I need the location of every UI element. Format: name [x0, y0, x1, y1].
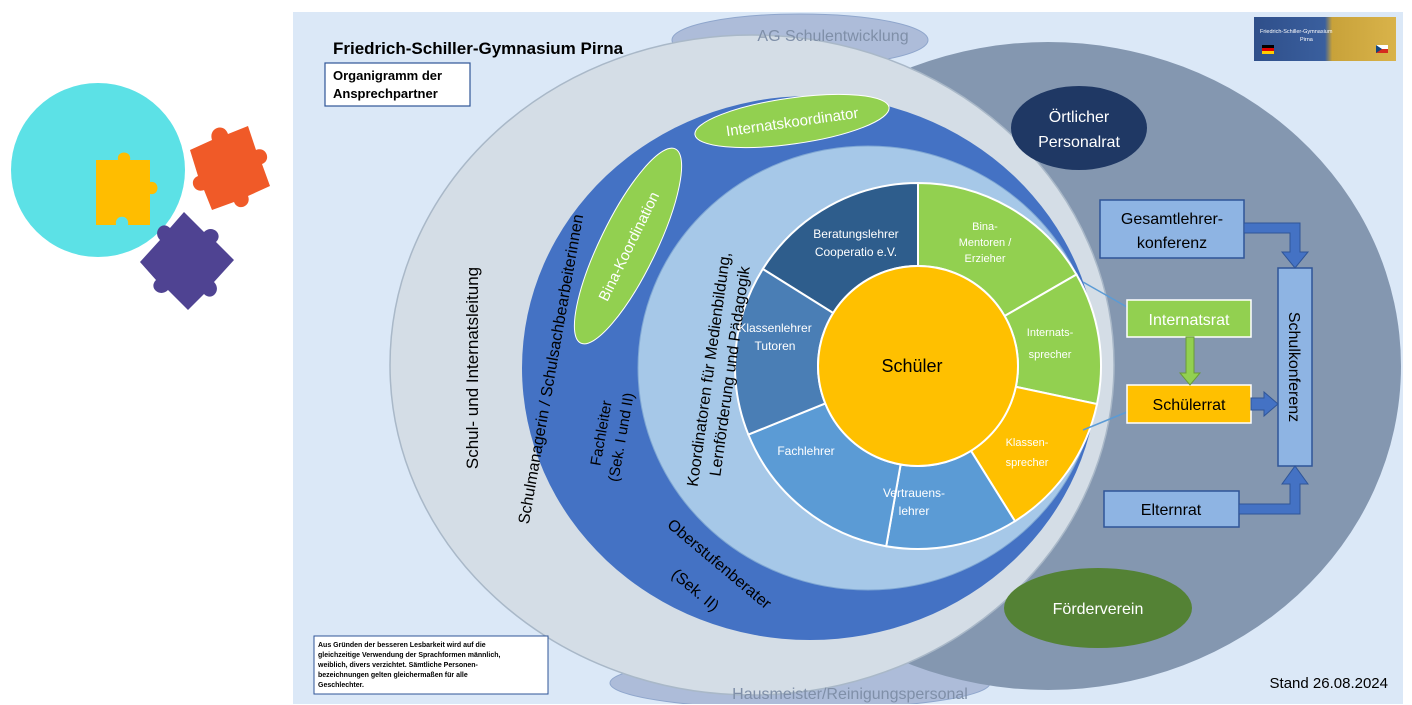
foerderverein-oval: [1004, 568, 1192, 648]
segment-internatssprecher-line1: Internats-: [1027, 327, 1074, 339]
ag-schulentwicklung-label: AG Schulentwicklung: [757, 28, 908, 45]
center-label: Schüler: [881, 356, 942, 376]
segment-bina-line3: Erzieher: [965, 253, 1006, 265]
segment-beratungslehrer-line2: Cooperatio e.V.: [815, 245, 897, 259]
gesamtlehrer-label-1: Gesamtlehrer-: [1121, 211, 1223, 228]
elternrat-arrow: [1238, 465, 1309, 515]
disclaimer-line3: weiblich, divers verzichtet. Sämtliche P…: [317, 662, 479, 669]
segment-fachlehrer-label: Fachlehrer: [777, 444, 834, 458]
subtitle-line1: Organigramm der: [333, 68, 442, 83]
segment-klassenlehrer-line2: Tutoren: [755, 339, 796, 353]
yellow-puzzle-piece-icon: [96, 152, 158, 225]
segment-vertrauenslehrer-line2: lehrer: [899, 504, 930, 518]
internatsrat-box: [1126, 299, 1252, 338]
disclaimer-line2: gleichzeitige Verwendung der Sprachforme…: [318, 652, 500, 659]
hausmeister-label: Hausmeister/Reinigungspersonal: [732, 686, 968, 703]
schuelerrat-arrow: [1250, 390, 1279, 418]
personalrat-label-2: Personalrat: [1038, 134, 1120, 151]
schuelerrat-connector: [1082, 411, 1128, 431]
gesamtlehrer-arrow: [1243, 222, 1310, 269]
internatsrat-down-arrow: [1178, 336, 1202, 386]
gesamtlehrer-box: [1099, 199, 1245, 259]
disclaimer-line4: bezeichnungen gelten gleichermaßen für a…: [318, 672, 468, 679]
schuelerrat-label: Schülerrat: [1153, 397, 1226, 414]
school-logo: Friedrich-Schiller-Gymnasium Pirna: [1254, 17, 1396, 61]
segment-internatssprecher-line2: sprecher: [1029, 349, 1072, 361]
schulkonferenz-label: Schulkonferenz: [1285, 312, 1302, 422]
foerderverein-label: Förderverein: [1053, 601, 1144, 618]
elternrat-box: [1103, 490, 1240, 528]
puzzle-illustration: [11, 83, 270, 310]
segment-wheel: [734, 181, 1102, 550]
red-puzzle-piece-icon: [190, 126, 270, 210]
schulleitung-label: Schul- und Internatsleitung: [463, 267, 482, 469]
segment-klassensprecher-line2: sprecher: [1006, 457, 1049, 469]
segment-labels: Beratungslehrer Cooperatio e.V. Bina- Me…: [738, 221, 1073, 518]
internatsrat-connector: [1082, 281, 1128, 308]
purple-puzzle-piece-icon: [140, 212, 234, 310]
personalrat-oval: [1011, 86, 1147, 170]
internatsrat-label: Internatsrat: [1149, 312, 1230, 329]
schuelerrat-box: [1126, 384, 1252, 424]
center-circle: [817, 265, 1019, 467]
subtitle-line2: Ansprechpartner: [333, 86, 438, 101]
segment-vertrauenslehrer-line1: Vertrauens-: [883, 486, 945, 500]
segment-klassensprecher-line1: Klassen-: [1006, 437, 1049, 449]
disclaimer-line1: Aus Gründen der besseren Lesbarkeit wird…: [318, 642, 486, 649]
internatskoordinator-ellipse: [694, 93, 890, 149]
segment-bina-line1: Bina-: [972, 221, 998, 233]
bina-koordination-ellipse: [573, 147, 683, 345]
logo-text-2: Pirna: [1300, 37, 1314, 43]
disclaimer-line5: Geschlechter.: [318, 682, 364, 689]
stand-date: Stand 26.08.2024: [1270, 675, 1388, 692]
gesamtlehrer-label-2: konferenz: [1137, 235, 1207, 252]
disclaimer-box: [313, 635, 549, 695]
segment-beratungslehrer-line1: Beratungslehrer: [813, 227, 898, 241]
logo-text-1: Friedrich-Schiller-Gymnasium: [1260, 29, 1333, 35]
segment-klassenlehrer-line1: Klassenlehrer: [738, 321, 811, 335]
school-name: Friedrich-Schiller-Gymnasium Pirna: [333, 39, 624, 58]
subtitle-box: [324, 62, 471, 107]
segment-bina-line2: Mentoren /: [959, 237, 1013, 249]
elternrat-label: Elternrat: [1141, 502, 1202, 519]
personalrat-label-1: Örtlicher: [1049, 108, 1110, 126]
